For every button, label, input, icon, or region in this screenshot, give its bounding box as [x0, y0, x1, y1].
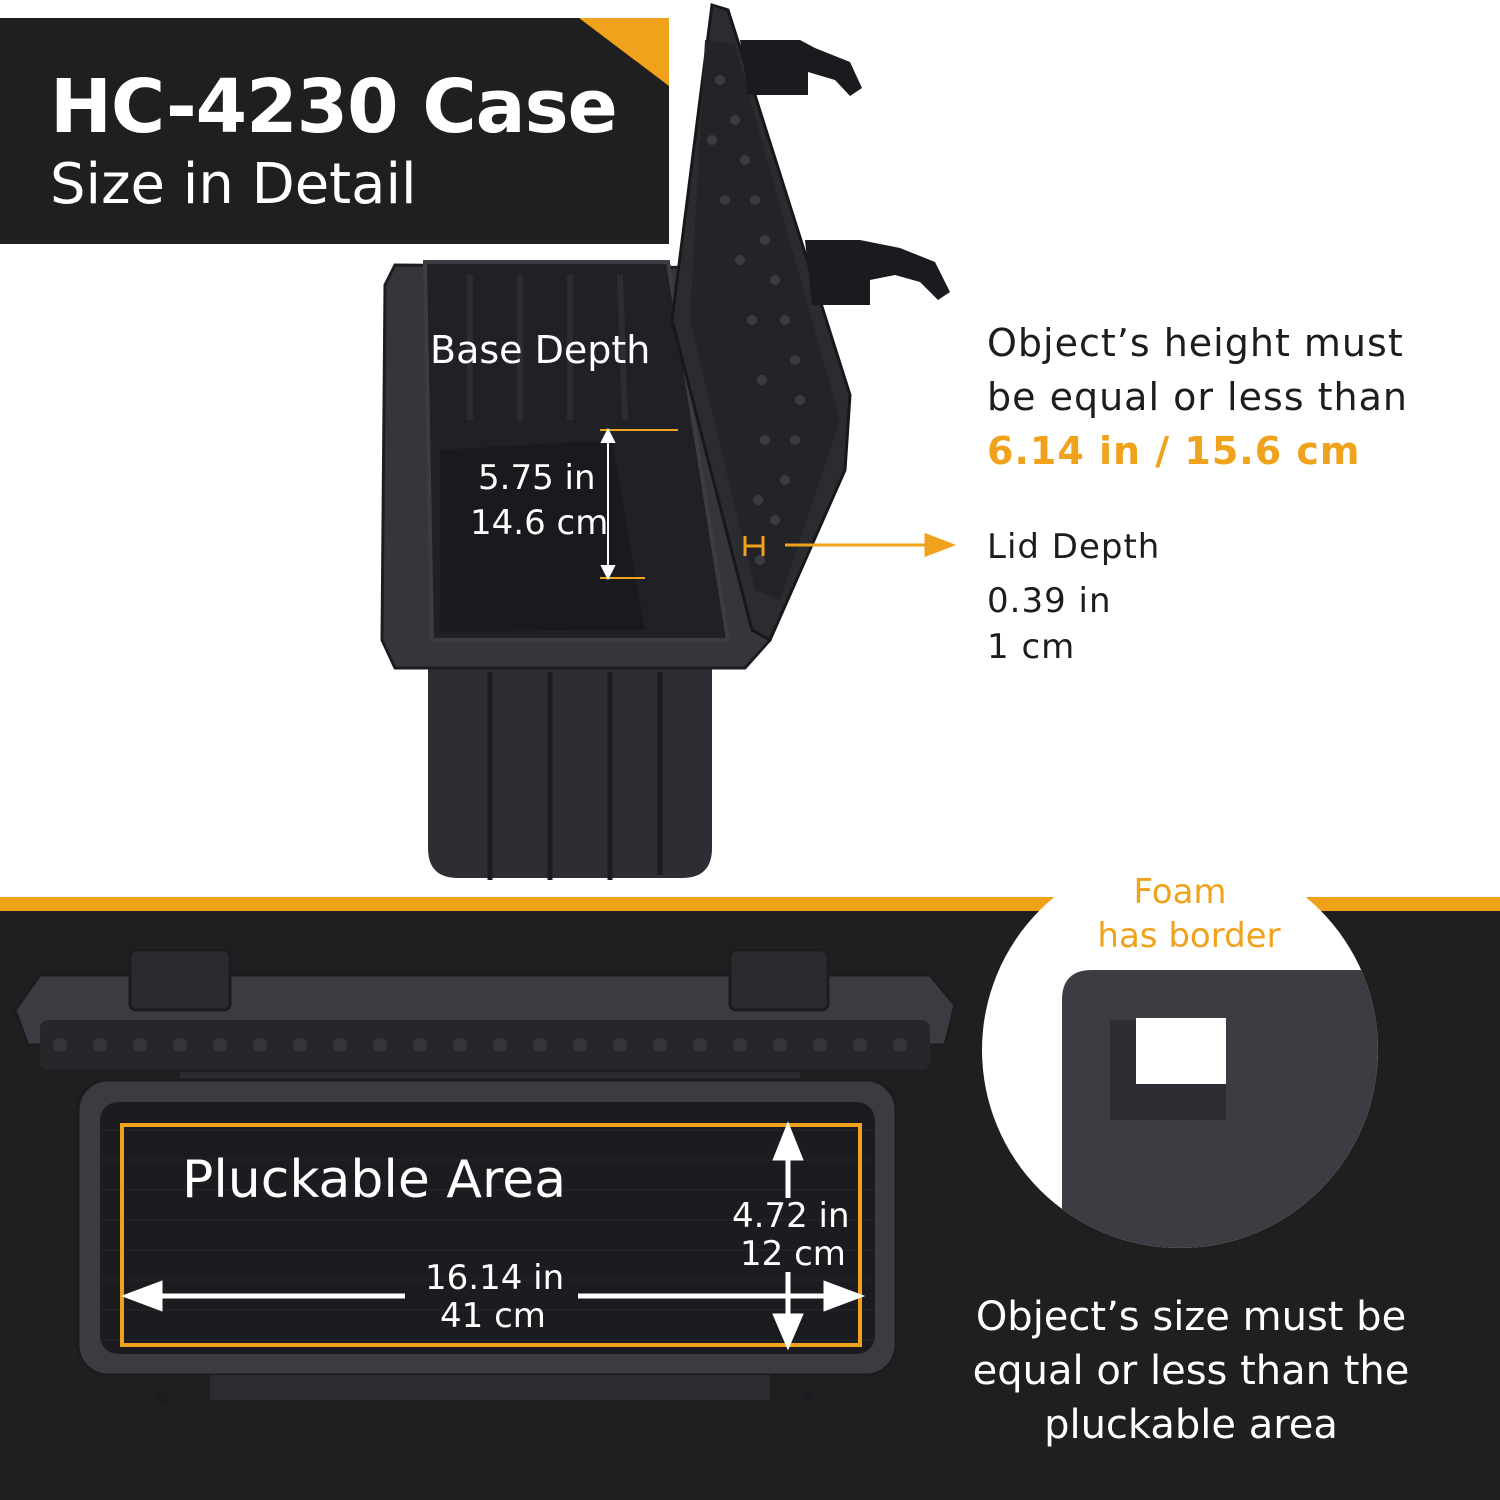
foam-note-line1: Foam: [1133, 872, 1227, 912]
size-note-line2: equal or less than the: [972, 1348, 1410, 1394]
page-title: HC-4230 Case: [50, 64, 618, 150]
size-note-line3: pluckable area: [1044, 1402, 1338, 1448]
foam-note-line2: has border: [1097, 916, 1281, 956]
pluckable-width-cm: 41 cm: [440, 1296, 546, 1336]
height-note-line1: Object’s height must: [987, 321, 1404, 365]
lid-depth-label: Lid Depth: [987, 527, 1161, 567]
open-case-illustration: [380, 3, 957, 880]
foam-closeup-illustration: [1062, 970, 1378, 1248]
lid-depth-in: 0.39 in: [987, 581, 1112, 621]
pluckable-height-cm: 12 cm: [740, 1234, 846, 1274]
base-depth-label: Base Depth: [430, 328, 651, 372]
size-note: Object’s size must be equal or less than…: [960, 1290, 1422, 1452]
case-top-view-illustration: [13, 948, 957, 1403]
pluckable-width-in: 16.14 in: [425, 1258, 565, 1298]
foam-closeup-circle: Foam has border: [982, 852, 1378, 1248]
lid-depth: Lid Depth 0.39 in 1 cm: [987, 524, 1160, 670]
base-depth-in: 5.75 in: [478, 458, 596, 498]
lid-depth-cm: 1 cm: [987, 627, 1076, 667]
height-note-line2: be equal or less than: [987, 375, 1409, 419]
height-note: Object’s height must be equal or less th…: [987, 316, 1408, 478]
page-subtitle: Size in Detail: [50, 152, 417, 217]
height-note-value: 6.14 in / 15.6 cm: [987, 429, 1361, 473]
pluckable-height-in: 4.72 in: [732, 1196, 850, 1236]
title-corner-accent: [579, 18, 669, 86]
pluckable-area-label: Pluckable Area: [182, 1150, 567, 1210]
base-depth-cm: 14.6 cm: [470, 503, 609, 543]
title-block: HC-4230 Case Size in Detail: [0, 18, 669, 244]
size-note-line1: Object’s size must be: [975, 1294, 1407, 1340]
